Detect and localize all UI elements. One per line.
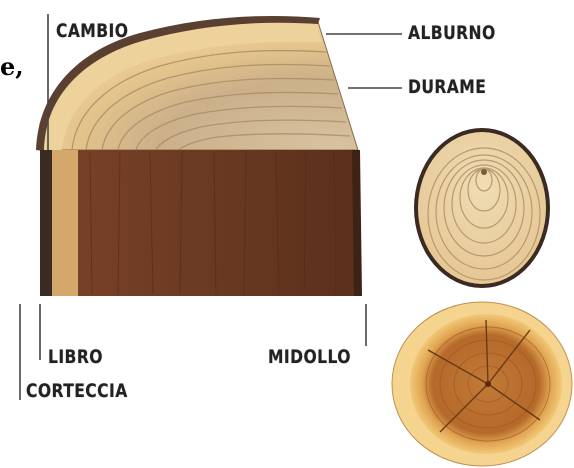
cross-section-dark — [392, 302, 572, 466]
label-midollo: MIDOLLO — [268, 346, 351, 368]
label-libro: LIBRO — [48, 346, 103, 368]
label-durame: DURAME — [408, 76, 486, 98]
front-sapwood-strip — [52, 150, 78, 296]
label-alburno: ALBURNO — [408, 22, 496, 44]
text-fragment: e, — [0, 52, 24, 81]
cross-section-light — [414, 128, 550, 288]
label-cambio: CAMBIO — [56, 20, 128, 42]
label-corteccia: CORTECCIA — [26, 380, 128, 402]
wood-block — [36, 16, 362, 296]
front-bark-strip — [40, 150, 52, 296]
